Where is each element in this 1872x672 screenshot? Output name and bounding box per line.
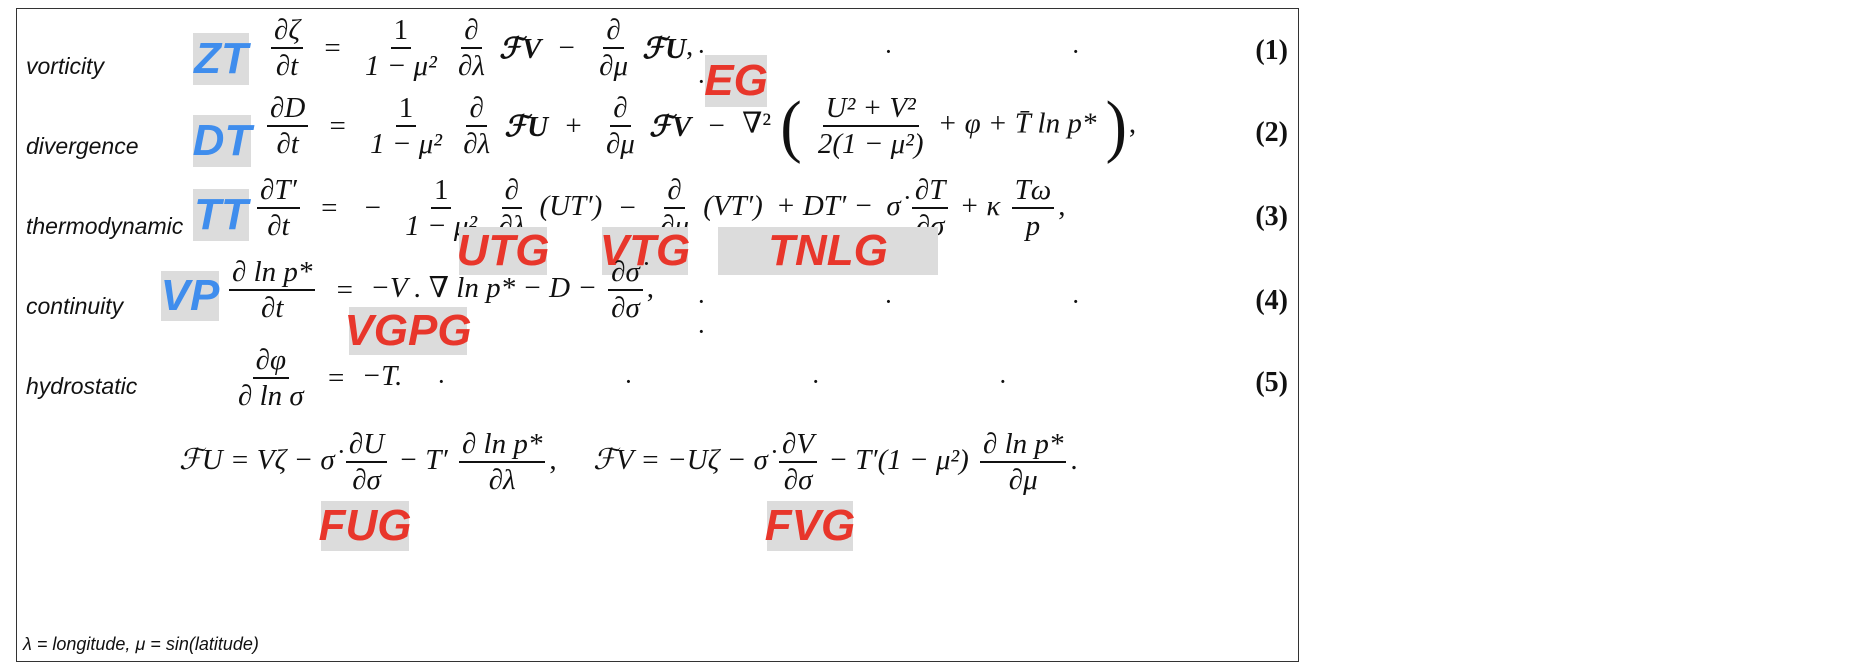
label-continuity: continuity <box>26 293 124 319</box>
equation-flux-definitions: ℱU = Vζ − σ̇ ∂U∂σ − T′ ∂ ln p*∂λ, ℱV = −… <box>179 428 1078 497</box>
label-divergence: divergence <box>26 133 139 159</box>
tag-tt: TT <box>193 189 249 241</box>
equation-number-4: (4) <box>1255 285 1288 316</box>
tag-fug: FUG <box>318 501 412 551</box>
equation-number-3: (3) <box>1255 201 1288 232</box>
tag-vgpg: VGPG <box>344 306 472 355</box>
label-vorticity: vorticity <box>26 53 104 79</box>
label-hydrostatic: hydrostatic <box>26 373 138 399</box>
tag-utg: UTG <box>456 226 550 275</box>
tag-tnlg: TNLG <box>718 227 938 275</box>
footnote: λ = longitude, μ = sin(latitude) <box>23 634 259 654</box>
equation-continuity: ∂ ln p*∂t = −V . ∇ ln p* − D − ∂σ̇∂σ, <box>225 257 654 324</box>
tag-dt: DT <box>192 115 252 167</box>
tag-vp: VP <box>160 271 220 321</box>
equation-thermodynamic: ∂T′∂t = − 11 − μ² ∂∂λ (UT′) − ∂∂μ (VT′) … <box>253 175 1065 242</box>
equation-number-2: (2) <box>1255 117 1288 148</box>
tag-vtg: VTG <box>599 226 691 275</box>
equation-number-1: (1) <box>1255 35 1288 66</box>
equation-hydrostatic: ∂φ∂ ln σ = −T. <box>238 344 403 413</box>
equation-number-5: (5) <box>1255 367 1288 398</box>
tag-eg: EG <box>704 55 768 107</box>
leader-dots-5: · · · · <box>437 367 1094 396</box>
tag-zt: ZT <box>193 33 249 85</box>
tag-fvg: FVG <box>764 501 856 551</box>
label-thermodynamic: thermodynamic <box>26 213 184 239</box>
leader-dots-4: · · · · <box>697 287 1166 346</box>
